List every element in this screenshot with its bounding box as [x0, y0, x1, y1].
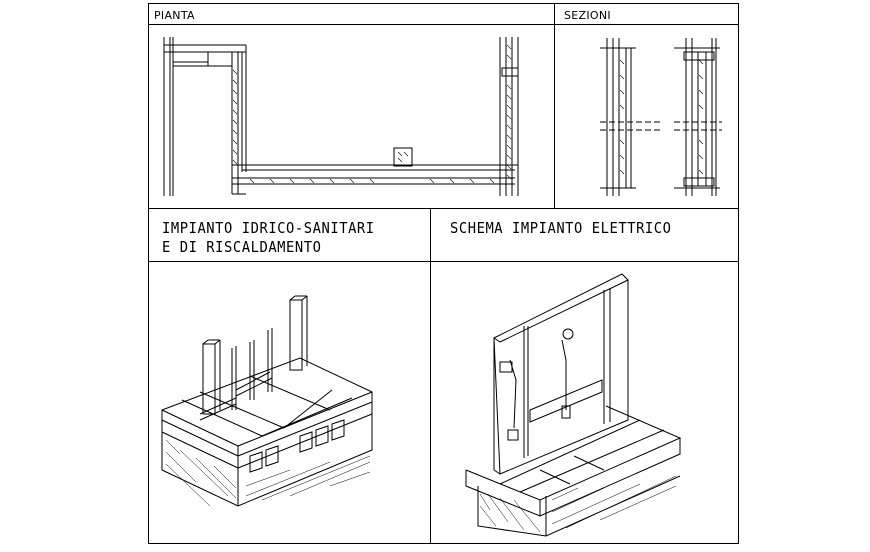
pianta-title: PIANTA [154, 9, 195, 22]
idrico-title-line2: E DI RISCALDAMENTO [162, 238, 322, 256]
bottom-panels-divider [430, 208, 431, 544]
title-row-divider [148, 24, 739, 25]
sezioni-title: SEZIONI [564, 9, 611, 22]
top-panels-bottom-divider [148, 208, 739, 209]
elettrico-title: SCHEMA IMPIANTO ELETTRICO [450, 219, 672, 237]
drawing-sheet [148, 3, 739, 544]
idrico-title-line1: IMPIANTO IDRICO-SANITARI [162, 219, 375, 237]
bottom-title-row-divider [148, 261, 739, 262]
pianta-sezioni-divider [554, 3, 555, 208]
